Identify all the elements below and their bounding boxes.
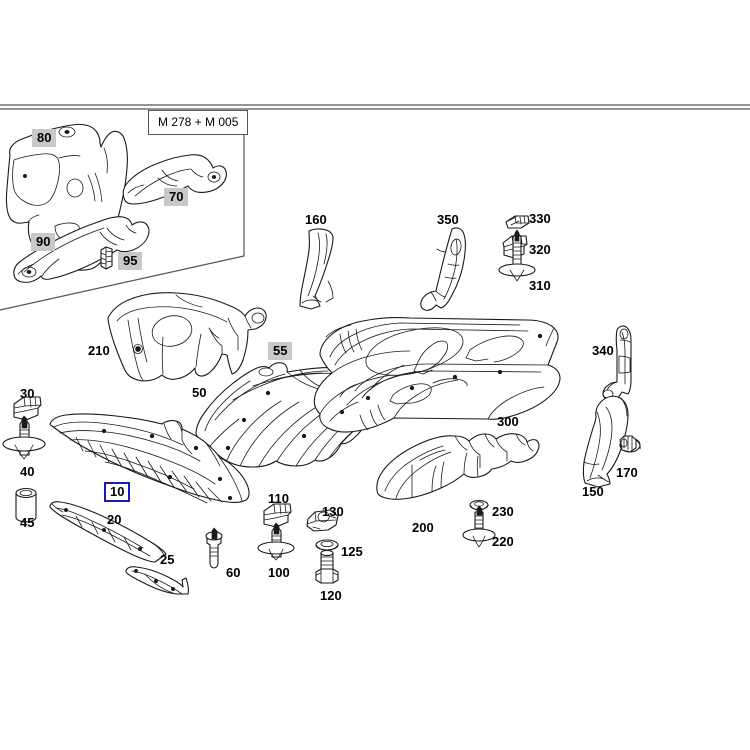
callout-50: 50 (192, 385, 207, 400)
part-110-clip (263, 503, 292, 528)
callout-220: 220 (492, 534, 514, 549)
callout-90: 90 (31, 233, 56, 251)
part-25-gusset (125, 566, 189, 595)
part-100-pin (257, 522, 295, 561)
part-160-bracket (299, 228, 334, 310)
inset-title-box: M 278 + M 005 (148, 110, 249, 135)
callout-350: 350 (437, 212, 459, 227)
callout-10[interactable]: 10 (104, 482, 131, 502)
callout-110: 110 (268, 491, 289, 506)
callout-310: 310 (529, 278, 551, 293)
callout-100: 100 (268, 565, 290, 580)
part-330-clip (505, 215, 530, 229)
callout-40: 40 (20, 464, 35, 479)
part-300-carrier-cover (313, 317, 561, 433)
part-130-cagenut (306, 509, 339, 532)
callout-20: 20 (107, 512, 122, 527)
callout-80: 80 (32, 129, 57, 147)
callout-25: 25 (160, 552, 175, 567)
part-150-arch-liner (582, 395, 629, 488)
top-divider-rule (0, 104, 750, 110)
part-70-duct (122, 154, 227, 205)
part-310-pin (498, 229, 536, 282)
callout-125: 125 (341, 544, 363, 559)
callout-60: 60 (226, 565, 241, 580)
callout-200: 200 (412, 520, 434, 535)
callout-230: 230 (492, 504, 514, 519)
callout-70: 70 (164, 188, 189, 206)
callout-120: 120 (320, 588, 342, 603)
callout-30: 30 (20, 386, 35, 401)
callout-45: 45 (20, 515, 35, 530)
callout-320: 320 (529, 242, 551, 257)
part-95-clip (100, 246, 113, 270)
callout-95: 95 (118, 252, 143, 270)
callout-160: 160 (305, 212, 327, 227)
part-30-clip (13, 396, 42, 421)
part-40-pin (2, 415, 46, 460)
callout-150: 150 (582, 484, 604, 499)
callout-55: 55 (268, 342, 293, 360)
part-120-bolt (315, 549, 339, 584)
part-125-washer (315, 539, 339, 551)
callout-210: 210 (88, 343, 110, 358)
part-20-crossmember (49, 501, 167, 563)
part-220-screw (462, 505, 496, 548)
part-45-sleeve (15, 487, 37, 523)
part-200-arch-liner (376, 433, 540, 500)
part-340-bracket (602, 325, 632, 401)
callout-340: 340 (592, 343, 614, 358)
part-350-brace (420, 227, 466, 311)
part-10-engine-panel (49, 413, 250, 504)
part-170-fastener (619, 435, 641, 453)
part-210-liner (107, 292, 267, 382)
callout-330: 330 (529, 211, 551, 226)
part-90-duct (13, 216, 150, 283)
part-60-rivet (205, 527, 223, 569)
callout-130: 130 (322, 504, 344, 519)
callout-300: 300 (497, 414, 519, 429)
callout-170: 170 (616, 465, 638, 480)
